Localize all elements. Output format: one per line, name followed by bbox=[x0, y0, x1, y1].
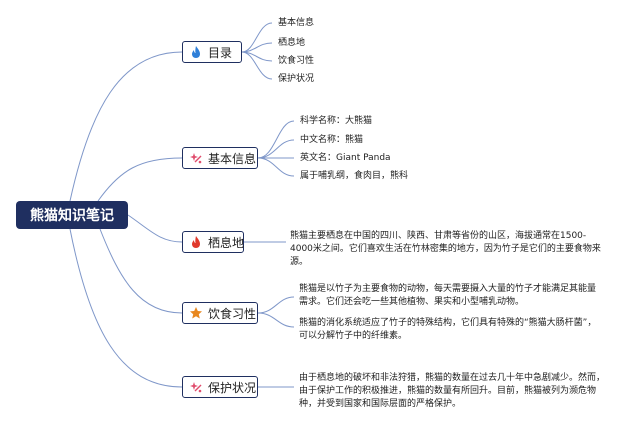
toc-leaf[interactable]: 栖息地 bbox=[278, 38, 306, 48]
diet-text[interactable]: 熊猫是以竹子为主要食物的动物，每天需要摄入大量的竹子才能满足其能量需求。它们还会… bbox=[299, 284, 597, 307]
branch-toc[interactable]: 目录 bbox=[182, 41, 242, 63]
star-icon bbox=[189, 306, 203, 320]
diet-text[interactable]: 熊猫的消化系统适应了竹子的特殊结构，它们具有特殊的“熊猫大肠杆菌”，可以分解竹子… bbox=[299, 318, 597, 341]
toc-leaf[interactable]: 保护状况 bbox=[278, 74, 315, 84]
branch-label: 目录 bbox=[208, 45, 233, 60]
connector-root-diet bbox=[99, 228, 183, 314]
sparkle-icon bbox=[189, 151, 203, 165]
branch-label: 饮食习性 bbox=[208, 306, 257, 321]
connector-root-habitat bbox=[127, 214, 183, 243]
connector-diet-text-1 bbox=[257, 296, 295, 314]
protection-text[interactable]: 由于栖息地的破坏和非法狩猎，熊猫的数量在过去几十年中急剧减少。然而，由于保护工作… bbox=[299, 373, 606, 409]
branch-label: 保护状况 bbox=[208, 380, 257, 395]
basic-info-leaf[interactable]: 属于哺乳纲，食肉目，熊科 bbox=[300, 171, 409, 181]
branch-habitat[interactable]: 栖息地 bbox=[182, 231, 244, 253]
connector-root-toc bbox=[69, 51, 183, 202]
connector-basic-leaf-1 bbox=[257, 120, 295, 159]
branch-diet[interactable]: 饮食习性 bbox=[182, 302, 258, 324]
sparkle-icon bbox=[189, 380, 203, 394]
connector-diet-text-2 bbox=[257, 312, 295, 328]
connector-toc-leaf-4 bbox=[241, 51, 273, 80]
branch-label: 栖息地 bbox=[208, 235, 245, 250]
basic-info-leaf[interactable]: 中文名称：熊猫 bbox=[300, 135, 364, 145]
connector-basic-leaf-4 bbox=[257, 157, 295, 177]
connector-toc-leaf-1 bbox=[241, 22, 273, 53]
branch-label: 基本信息 bbox=[208, 151, 257, 166]
flame-red-icon bbox=[189, 235, 203, 249]
flame-blue-icon bbox=[189, 45, 203, 59]
toc-leaf[interactable]: 饮食习性 bbox=[278, 56, 315, 66]
connector-root-basic bbox=[97, 157, 183, 202]
connector-root-protection bbox=[69, 228, 183, 388]
root-node[interactable]: 熊猫知识笔记 bbox=[16, 201, 128, 229]
toc-leaf[interactable]: 基本信息 bbox=[278, 18, 315, 28]
branch-protection[interactable]: 保护状况 bbox=[182, 376, 258, 398]
connector-basic-leaf-2 bbox=[257, 139, 295, 159]
branch-basic-info[interactable]: 基本信息 bbox=[182, 147, 258, 169]
habitat-text[interactable]: 熊猫主要栖息在中国的四川、陕西、甘肃等省份的山区，海拔通常在1500-4000米… bbox=[290, 231, 601, 267]
basic-info-leaf[interactable]: 英文名：Giant Panda bbox=[300, 153, 391, 163]
basic-info-leaf[interactable]: 科学名称：大熊猫 bbox=[300, 116, 373, 126]
root-label: 熊猫知识笔记 bbox=[30, 208, 114, 224]
